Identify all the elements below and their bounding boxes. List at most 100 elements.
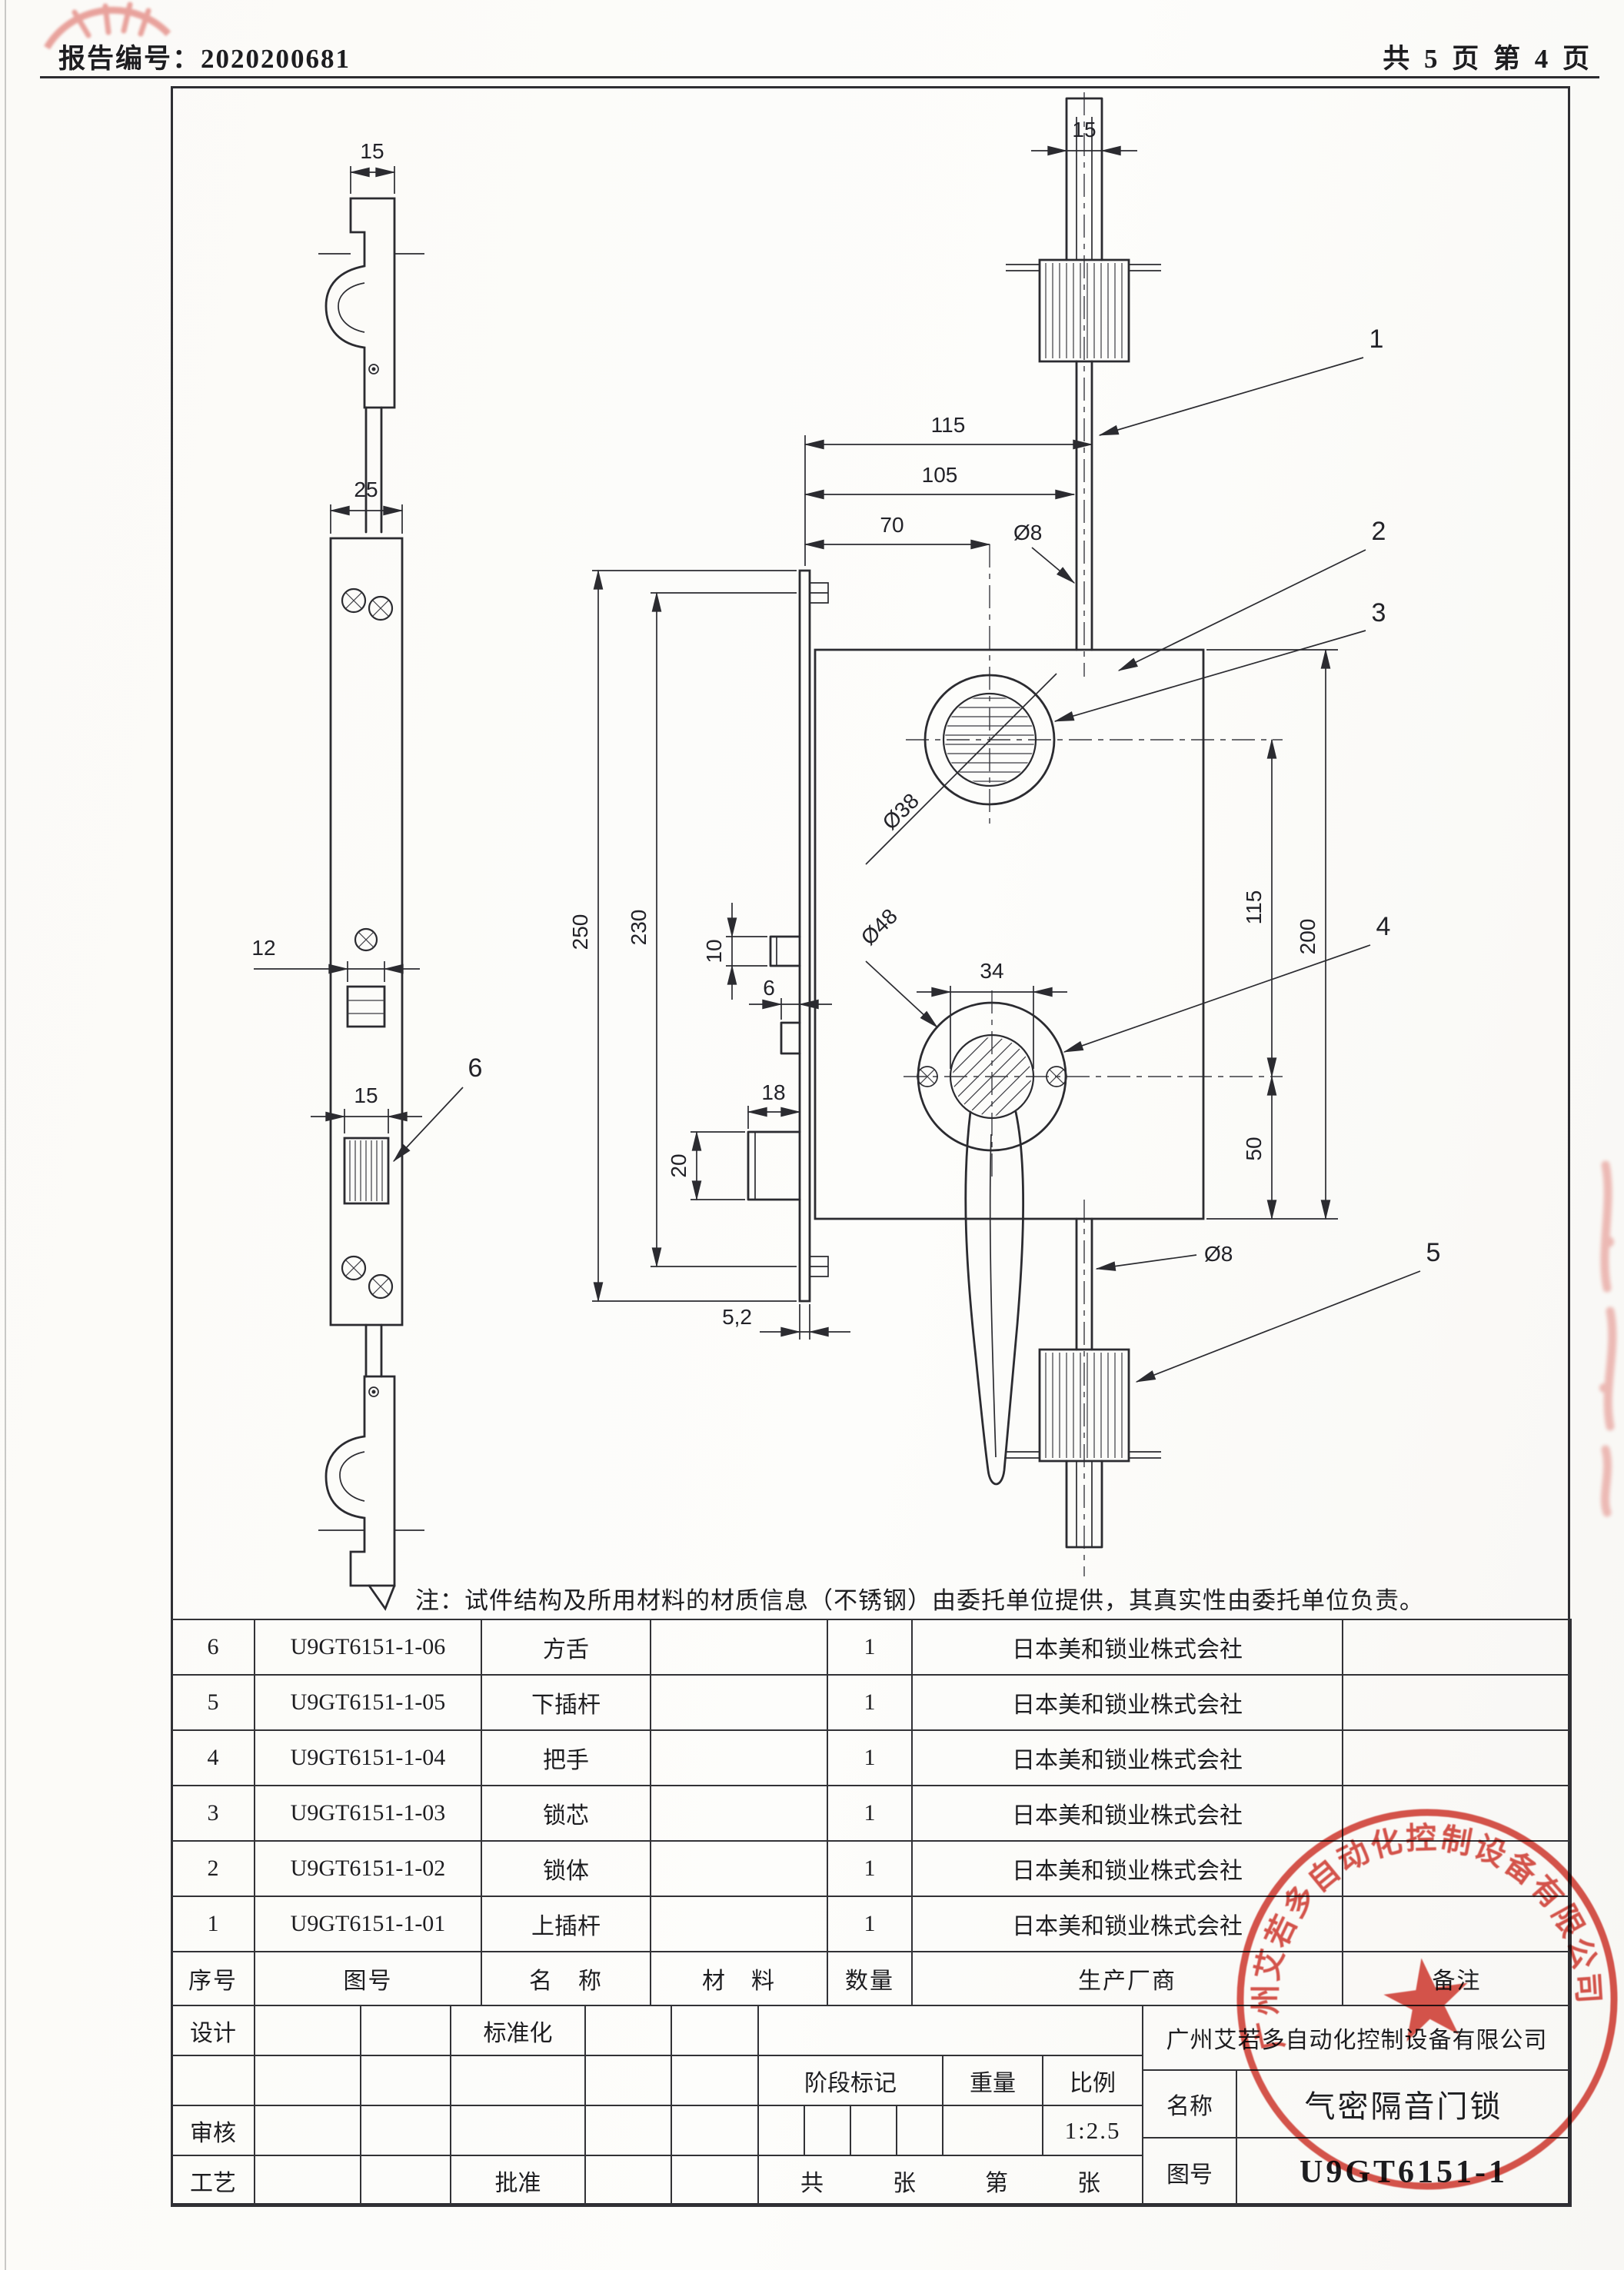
blank-cell xyxy=(360,2005,451,2056)
callout-3: 3 xyxy=(1372,598,1386,627)
bom-remark xyxy=(1342,1619,1572,1676)
company-seal-stamp: 广州艾若多自动化控制设备有限公司 xyxy=(1229,1801,1618,2190)
label-process: 工艺 xyxy=(171,2155,255,2207)
dim-left-bolt-width: 15 xyxy=(354,1083,378,1107)
bom-no: 1 xyxy=(171,1896,255,1952)
stage-cell xyxy=(850,2105,897,2156)
bom-row: 1 U9GT6151-1-01 上插杆 1 日本美和锁业株式会社 xyxy=(171,1896,1572,1952)
bom-manufacturer: 日本美和锁业株式会社 xyxy=(911,1840,1343,1897)
dim-hub-width: 34 xyxy=(980,959,1003,983)
dim-handle-to-bottom: 50 xyxy=(1242,1137,1266,1160)
bom-material xyxy=(650,1619,828,1676)
scale-value: 1:2.5 xyxy=(1041,2105,1144,2156)
callout-1: 1 xyxy=(1369,325,1384,354)
dim-body-height: 200 xyxy=(1296,919,1320,955)
dim-left-cutout: 12 xyxy=(251,936,275,960)
bom-manufacturer: 日本美和锁业株式会社 xyxy=(911,1619,1343,1676)
bom-part-name: 下插杆 xyxy=(481,1674,651,1731)
bom-code: U9GT6151-1-06 xyxy=(254,1619,482,1676)
bom-part-name: 锁芯 xyxy=(481,1785,651,1842)
bom-qty: 1 xyxy=(827,1729,913,1786)
bom-qty: 1 xyxy=(827,1896,913,1952)
blank-cell xyxy=(757,2005,1144,2056)
bom-qty: 1 xyxy=(827,1785,913,1842)
blank-cell xyxy=(254,2155,361,2207)
weight-value-cell xyxy=(942,2105,1043,2156)
bom-remark xyxy=(1342,1674,1572,1731)
callout-4: 4 xyxy=(1376,912,1391,941)
bom-part-name: 锁体 xyxy=(481,1840,651,1897)
sheet-count: 共 张 第 张 xyxy=(757,2155,1144,2207)
bom-manufacturer: 日本美和锁业株式会社 xyxy=(911,1729,1343,1786)
bom-table: 6 U9GT6151-1-06 方舌 1 日本美和锁业株式会社 5 U9GT61… xyxy=(171,1619,1572,2006)
screw-heads-top xyxy=(341,587,394,621)
blank-cell xyxy=(584,2055,672,2106)
header-rule xyxy=(40,76,1599,78)
bom-material xyxy=(650,1840,828,1897)
bom-row: 4 U9GT6151-1-04 把手 1 日本美和锁业株式会社 xyxy=(171,1729,1572,1786)
bom-no: 2 xyxy=(171,1840,255,1897)
partial-stamp-topleft xyxy=(44,2,171,49)
lower-rod-socket xyxy=(1038,1348,1130,1463)
dim-mid-bolt-throw: 18 xyxy=(761,1080,785,1104)
dim-backset: 70 xyxy=(880,513,904,537)
dim-rod-dia-top: Ø8 xyxy=(1013,521,1042,544)
bom-part-name: 把手 xyxy=(481,1729,651,1786)
dim-center-distance: 115 xyxy=(1242,890,1266,925)
materials-note: 注：试件结构及所用材料的材质信息（不锈钢）由委托单位提供，其真实性由委托单位负责… xyxy=(415,1587,1424,1614)
bom-no: 5 xyxy=(171,1674,255,1731)
blank-cell xyxy=(671,2055,759,2106)
bom-manufacturer: 日本美和锁业株式会社 xyxy=(911,1896,1343,1952)
bom-code: U9GT6151-1-01 xyxy=(254,1896,482,1952)
bom-header-material: 材 料 xyxy=(650,1951,828,2006)
door-handle-lever xyxy=(964,1110,1025,1486)
label-product-name: 名称 xyxy=(1142,2069,1237,2139)
blank-cell xyxy=(254,2055,361,2106)
blank-cell xyxy=(671,2105,759,2156)
bom-no: 4 xyxy=(171,1729,255,1786)
seal-ring xyxy=(1236,1809,1618,2190)
blank-cell xyxy=(254,2105,361,2156)
dim-mid-plate-thickness: 5,2 xyxy=(722,1305,752,1329)
dim-rose-dia: Ø48 xyxy=(857,904,902,950)
bom-remark xyxy=(1342,1896,1572,1952)
seal-star xyxy=(1383,1958,1468,2042)
bom-material xyxy=(650,1785,828,1842)
title-block-stage: 阶段标记 重量 比例 1:2.5 共 张 第 张 xyxy=(757,2005,1144,2207)
dim-mid-total-height: 250 xyxy=(568,914,592,950)
upper-rod-socket xyxy=(1038,258,1130,363)
bom-code: U9GT6151-1-04 xyxy=(254,1729,482,1786)
blank-cell xyxy=(360,2155,451,2207)
dim-body-width-inner: 105 xyxy=(922,463,958,487)
bom-header-manufacturer: 生产厂商 xyxy=(911,1951,1343,2006)
bom-header-qty: 数量 xyxy=(827,1951,913,2006)
handle-rose xyxy=(917,1001,1067,1152)
dim-left-top-width: 15 xyxy=(360,139,384,163)
callout-6: 6 xyxy=(468,1053,483,1083)
bom-row: 6 U9GT6151-1-06 方舌 1 日本美和锁业株式会社 xyxy=(171,1619,1572,1676)
bom-row: 5 U9GT6151-1-05 下插杆 1 日本美和锁业株式会社 xyxy=(171,1674,1572,1731)
dim-body-width: 115 xyxy=(931,413,966,437)
blank-cell xyxy=(360,2105,451,2156)
label-stage-mark: 阶段标记 xyxy=(757,2055,943,2106)
bom-material xyxy=(650,1729,828,1786)
bom-header-name: 名 称 xyxy=(481,1951,651,2006)
blank-cell xyxy=(671,2005,759,2056)
stamp-bleed-right-edge xyxy=(1599,1160,1617,1517)
front-view-lock-body: 15 115 105 70 Ø8 Ø38 Ø48 34 115 200 50 Ø… xyxy=(804,92,1440,1576)
bom-code: U9GT6151-1-05 xyxy=(254,1674,482,1731)
blank-cell xyxy=(254,2005,361,2056)
bom-row: 2 U9GT6151-1-02 锁体 1 日本美和锁业株式会社 xyxy=(171,1840,1572,1897)
screw-heads-bottom xyxy=(341,1255,394,1300)
label-approve: 批准 xyxy=(450,2155,586,2207)
blank-cell xyxy=(671,2155,759,2207)
label-weight: 重量 xyxy=(942,2055,1043,2106)
bom-qty: 1 xyxy=(827,1840,913,1897)
blank-cell xyxy=(450,2105,586,2156)
bom-no: 6 xyxy=(171,1619,255,1676)
label-review: 审核 xyxy=(171,2105,255,2156)
bom-manufacturer: 日本美和锁业株式会社 xyxy=(911,1674,1343,1731)
left-view-bolt-assembly: 15 25 12 15 6 xyxy=(251,139,483,1611)
label-drawing-no: 图号 xyxy=(1142,2137,1237,2207)
